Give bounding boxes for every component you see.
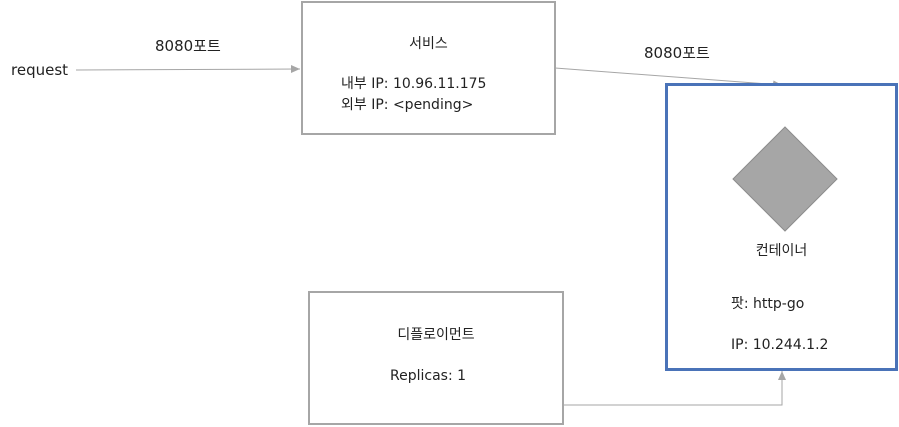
service-external-ip: 외부 IP: <pending>: [341, 97, 474, 113]
request-arrow: [75, 65, 301, 74]
service-title: 서비스: [409, 36, 448, 52]
service-to-container-arrow: [554, 67, 783, 89]
deployment-replicas: Replicas: 1: [390, 368, 467, 384]
container-pod: 팟: http-go: [731, 296, 805, 312]
request-port-label: 8080포트: [155, 37, 221, 55]
deployment-box[interactable]: 디플로이먼트 Replicas: 1: [308, 291, 564, 425]
diamond-icon: [732, 126, 838, 232]
service-internal-ip: 내부 IP: 10.96.11.175: [341, 76, 487, 92]
service-port-label: 8080포트: [644, 44, 710, 62]
deployment-title: 디플로이먼트: [397, 327, 475, 343]
request-label: request: [11, 61, 69, 79]
container-title: 컨테이너: [755, 243, 808, 259]
service-box[interactable]: 서비스 내부 IP: 10.96.11.175 외부 IP: <pending>: [301, 1, 556, 135]
deployment-to-container-arrow: [563, 371, 786, 406]
container-ip: IP: 10.244.1.2: [731, 337, 829, 353]
container-box[interactable]: 컨테이너 팟: http-go IP: 10.244.1.2: [665, 83, 898, 371]
